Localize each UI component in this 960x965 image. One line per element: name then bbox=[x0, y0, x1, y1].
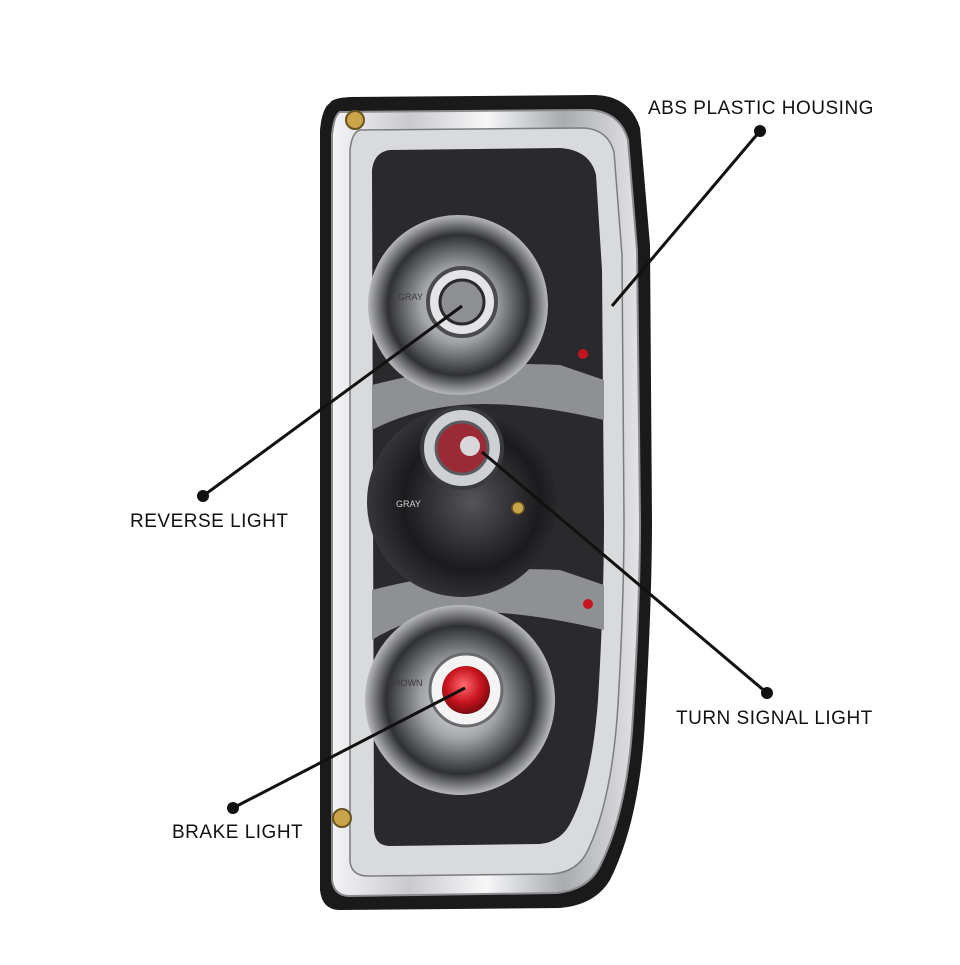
callout-line-reverse bbox=[202, 304, 463, 498]
callout-line-brake bbox=[232, 686, 466, 810]
lower-bulb-tag: BROWN bbox=[388, 678, 423, 688]
callout-line-housing bbox=[610, 130, 762, 307]
turn-bulb-highlight bbox=[460, 436, 480, 456]
wire-terminal bbox=[511, 501, 525, 515]
marker-dot-upper bbox=[578, 349, 588, 359]
brake-bulb bbox=[442, 666, 490, 714]
turn-reflector bbox=[367, 407, 557, 597]
mount-screw-bottom bbox=[332, 808, 352, 828]
callout-dot-brake bbox=[227, 802, 239, 814]
label-turn-signal-light: TURN SIGNAL LIGHT bbox=[676, 708, 873, 729]
upper-bulb-tag: GRAY bbox=[398, 292, 423, 302]
callout-dot-housing bbox=[754, 125, 766, 137]
callout-lines bbox=[202, 130, 768, 810]
label-brake-light: BRAKE LIGHT bbox=[172, 822, 304, 843]
callout-dots bbox=[197, 125, 773, 814]
label-reverse-light: REVERSE LIGHT bbox=[130, 511, 289, 532]
callout-dot-turn bbox=[761, 687, 773, 699]
label-abs-plastic-housing: ABS PLASTIC HOUSING bbox=[648, 98, 874, 119]
callout-line-turn bbox=[481, 450, 768, 695]
middle-bulb-tag: GRAY bbox=[396, 499, 421, 509]
mount-screw-top bbox=[345, 110, 365, 130]
callout-dot-reverse bbox=[197, 490, 209, 502]
marker-dot-lower bbox=[583, 599, 593, 609]
